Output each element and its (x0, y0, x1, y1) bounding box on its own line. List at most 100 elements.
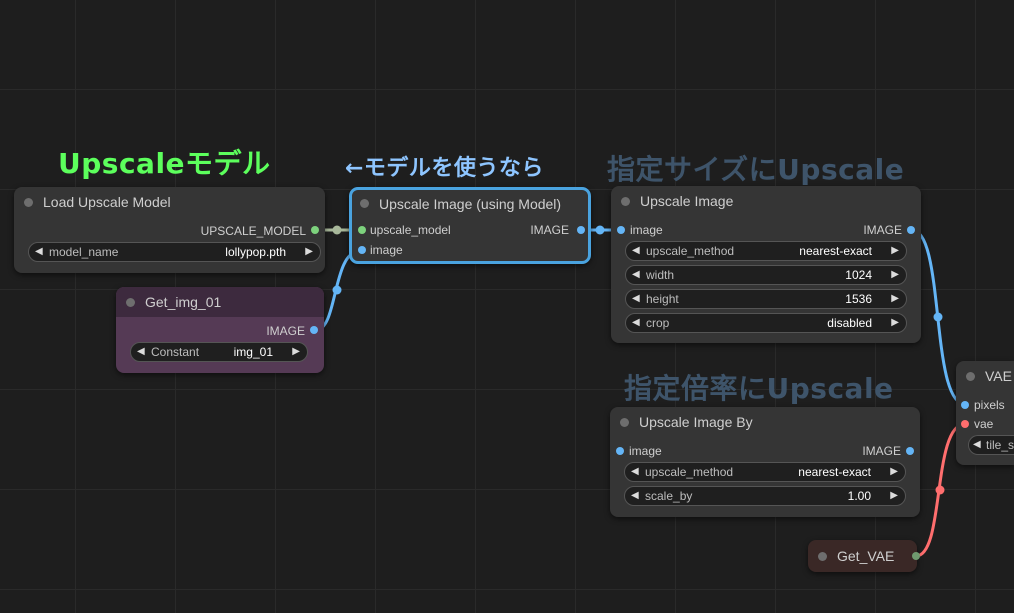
input-dot-icon[interactable] (358, 226, 366, 234)
output-dot-icon[interactable] (577, 226, 585, 234)
link-get-img-midpoint (332, 285, 342, 295)
output-slot-image[interactable]: IMAGE (862, 443, 901, 459)
arrow-left-icon[interactable]: ◀ (632, 317, 640, 328)
model-name-combo[interactable]: ◀ model_name lollypop.pth ▶ (28, 242, 321, 262)
widget-label: crop (646, 316, 670, 330)
input-slot-vae[interactable]: vae (974, 416, 993, 432)
widget-label: scale_by (645, 489, 693, 503)
input-dot-icon[interactable] (616, 447, 624, 455)
node-title-bar[interactable]: VAE (956, 361, 1014, 391)
arrow-left-icon[interactable]: ◀ (35, 246, 43, 257)
collapse-dot-icon[interactable] (24, 197, 33, 207)
node-title-bar[interactable]: Upscale Image By (610, 407, 920, 437)
collapse-dot-icon[interactable] (126, 297, 135, 307)
arrow-right-icon[interactable]: ▶ (890, 466, 898, 477)
constant-combo[interactable]: ◀ Constant img_01 ▶ (130, 342, 308, 362)
arrow-left-icon[interactable]: ◀ (632, 245, 640, 256)
arrow-right-icon[interactable]: ▶ (890, 490, 898, 501)
node-title-bar[interactable]: Load Upscale Model (14, 187, 325, 217)
input-label: pixels (974, 398, 1005, 412)
output-slot-image[interactable]: IMAGE (863, 222, 902, 238)
arrow-right-icon[interactable]: ▶ (891, 317, 899, 328)
input-label: vae (974, 417, 994, 431)
annotation-scale-upscale: 指定倍率にUpscale (624, 372, 894, 405)
arrow-left-icon[interactable]: ◀ (631, 466, 639, 477)
arrow-right-icon[interactable]: ▶ (891, 293, 899, 304)
input-dot-icon[interactable] (358, 246, 366, 254)
widget-label: upscale_method (646, 244, 735, 258)
node-title-bar[interactable]: Upscale Image (611, 186, 921, 216)
node-title: Upscale Image (640, 193, 734, 209)
output-dot-icon[interactable] (912, 552, 920, 560)
output-dot-icon[interactable] (907, 226, 915, 234)
node-vae-encode[interactable]: VAE pixels vae ◀ tile_s (956, 361, 1014, 465)
input-label: image (629, 444, 662, 458)
tile-size-number[interactable]: ◀ tile_s (968, 435, 1014, 455)
height-number[interactable]: ◀ height 1536 ▶ (625, 289, 907, 309)
arrow-left-icon[interactable]: ◀ (632, 269, 640, 280)
node-upscale-image[interactable]: Upscale Image image IMAGE ◀ upscale_meth… (611, 186, 921, 343)
input-slot-image[interactable]: image (370, 242, 403, 258)
arrow-right-icon[interactable]: ▶ (891, 269, 899, 280)
node-title: Get_img_01 (145, 294, 222, 310)
output-label: UPSCALE_MODEL (200, 224, 306, 238)
collapse-dot-icon[interactable] (620, 417, 629, 427)
output-label: IMAGE (266, 324, 305, 338)
node-upscale-image-by[interactable]: Upscale Image By image IMAGE ◀ upscale_m… (610, 407, 920, 517)
link-model-upscale-midpoint (595, 225, 605, 235)
collapse-dot-icon[interactable] (818, 551, 827, 561)
widget-label: width (646, 268, 675, 282)
node-upscale-with-model[interactable]: Upscale Image (using Model) upscale_mode… (349, 187, 591, 264)
arrow-left-icon[interactable]: ◀ (973, 439, 981, 450)
input-slot-image[interactable]: image (630, 222, 663, 238)
upscale-method-combo[interactable]: ◀ upscale_method nearest-exact ▶ (624, 462, 906, 482)
input-label: image (370, 243, 403, 257)
arrow-left-icon[interactable]: ◀ (137, 346, 145, 357)
node-title-bar[interactable]: Get_VAE (808, 540, 917, 572)
widget-value: 1024 (845, 268, 872, 282)
upscale-method-combo[interactable]: ◀ upscale_method nearest-exact ▶ (625, 241, 907, 261)
node-title: Load Upscale Model (43, 194, 171, 210)
node-title: Upscale Image By (639, 414, 753, 430)
output-dot-icon[interactable] (311, 226, 319, 234)
crop-combo[interactable]: ◀ crop disabled ▶ (625, 313, 907, 333)
node-load-upscale-model[interactable]: Load Upscale Model UPSCALE_MODEL ◀ model… (14, 187, 325, 273)
input-label: image (630, 223, 663, 237)
node-title: Upscale Image (using Model) (379, 195, 562, 212)
output-slot-upscale-model[interactable]: UPSCALE_MODEL (201, 223, 306, 239)
arrow-left-icon[interactable]: ◀ (631, 490, 639, 501)
widget-value: nearest-exact (799, 244, 872, 258)
arrow-left-icon[interactable]: ◀ (632, 293, 640, 304)
input-slot-pixels[interactable]: pixels (974, 397, 1005, 413)
node-get-img[interactable]: Get_img_01 IMAGE ◀ Constant img_01 ▶ (116, 287, 324, 373)
input-dot-icon[interactable] (961, 420, 969, 428)
output-dot-icon[interactable] (310, 326, 318, 334)
output-dot-icon[interactable] (906, 447, 914, 455)
arrow-right-icon[interactable]: ▶ (891, 245, 899, 256)
input-slot-image[interactable]: image (629, 443, 662, 459)
input-dot-icon[interactable] (961, 401, 969, 409)
widget-value: nearest-exact (798, 465, 871, 479)
arrow-right-icon[interactable]: ▶ (292, 346, 300, 357)
widget-label: Constant (151, 345, 200, 359)
widget-label: upscale_method (645, 465, 734, 479)
widget-value: lollypop.pth (225, 245, 286, 259)
node-title-bar[interactable]: Get_img_01 (116, 287, 324, 317)
collapse-dot-icon[interactable] (360, 199, 369, 208)
link-get-vae-midpoint (935, 485, 945, 495)
width-number[interactable]: ◀ width 1024 ▶ (625, 265, 907, 285)
input-dot-icon[interactable] (617, 226, 625, 234)
widget-value: disabled (827, 316, 872, 330)
arrow-right-icon[interactable]: ▶ (305, 246, 313, 257)
node-get-vae[interactable]: Get_VAE (808, 540, 920, 572)
widget-label: height (646, 292, 679, 306)
collapse-dot-icon[interactable] (966, 371, 975, 381)
node-title-bar[interactable]: Upscale Image (using Model) (352, 190, 588, 217)
link-upscale-image-midpoint (933, 312, 943, 322)
collapse-dot-icon[interactable] (621, 196, 630, 206)
output-slot-image[interactable]: IMAGE (266, 323, 305, 339)
scale-by-number[interactable]: ◀ scale_by 1.00 ▶ (624, 486, 906, 506)
output-slot-image[interactable]: IMAGE (530, 222, 569, 238)
input-slot-upscale-model[interactable]: upscale_model (370, 222, 451, 238)
output-label: IMAGE (862, 444, 901, 458)
